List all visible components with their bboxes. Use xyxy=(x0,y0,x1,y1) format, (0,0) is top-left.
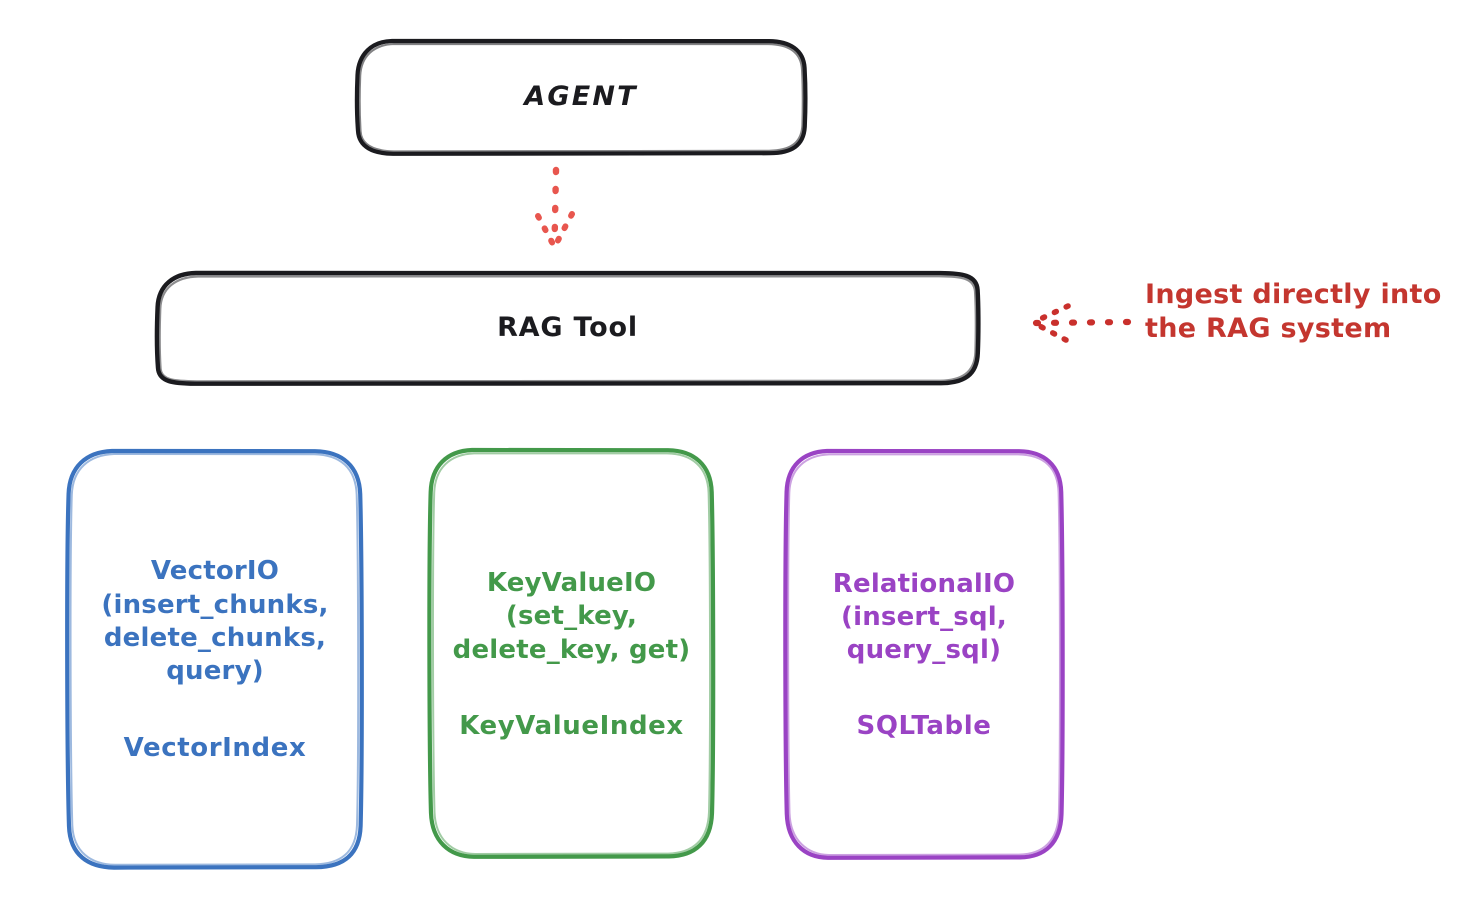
rag-tool-node-label: RAG Tool xyxy=(497,311,638,343)
ingest-pointer-arrow xyxy=(1031,303,1132,343)
keyvalueio-api-label: KeyValueIO (set_key, delete_key, get) xyxy=(452,568,691,665)
ingest-annotation-text: Ingest directly into the RAG system xyxy=(1145,279,1442,344)
vectorio-node[interactable]: VectorIO (insert_chunks, delete_chunks, … xyxy=(68,450,362,868)
keyvalueio-index-label: KeyValueIndex xyxy=(459,710,684,741)
agent-node-label: AGENT xyxy=(524,80,638,112)
rag-tool-box-outline xyxy=(154,270,981,386)
vectorio-box-outline xyxy=(65,448,364,870)
vectorio-index-label: VectorIndex xyxy=(123,732,307,763)
relationalio-index-label: SQLTable xyxy=(856,711,992,742)
rag-tool-node[interactable]: RAG Tool xyxy=(157,272,978,384)
relationalio-box-outline xyxy=(783,448,1065,860)
agent-to-rag-arrow xyxy=(535,166,575,249)
agent-node[interactable]: AGENT xyxy=(357,40,805,154)
relationalio-api-label: RelationalIO (insert_sql, query_sql) xyxy=(832,568,1016,666)
keyvalueio-box-outline xyxy=(427,447,716,859)
keyvalueio-node[interactable]: KeyValueIO (set_key, delete_key, get) Ke… xyxy=(430,450,713,858)
agent-box-outline xyxy=(354,38,808,156)
vectorio-api-label: VectorIO (insert_chunks, delete_chunks, … xyxy=(101,556,329,687)
relationalio-node[interactable]: RelationalIO (insert_sql, query_sql) SQL… xyxy=(786,450,1062,859)
